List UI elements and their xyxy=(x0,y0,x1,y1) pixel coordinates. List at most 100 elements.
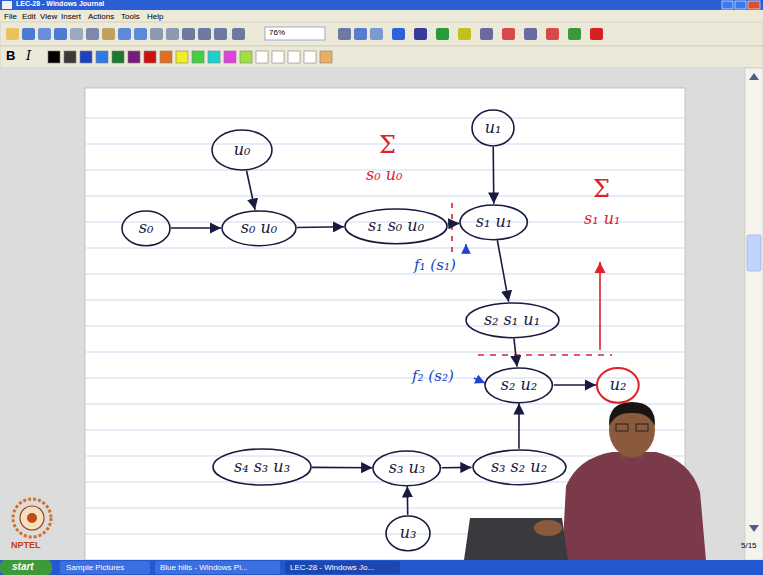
color-swatch xyxy=(128,51,140,63)
flow-arrow xyxy=(518,403,520,448)
workspace xyxy=(0,68,745,560)
tool-icon xyxy=(70,28,83,40)
ellipse-shape xyxy=(345,209,447,244)
color-swatch xyxy=(160,51,172,63)
node-body: s₀ u₀ xyxy=(221,210,297,247)
tool-icon xyxy=(392,28,405,40)
ellipse-node: u₀ xyxy=(211,129,273,171)
lecturer-hair xyxy=(609,402,655,426)
ellipse-node: s₄ s₃ u₃ xyxy=(212,448,312,486)
app-icon xyxy=(2,1,12,9)
tool-icon xyxy=(414,28,427,40)
ruled-line xyxy=(86,274,684,275)
bold-button: B xyxy=(6,49,15,64)
tool-bar xyxy=(0,22,763,46)
color-swatch xyxy=(240,51,252,63)
ruled-line xyxy=(86,430,684,431)
menu-bar xyxy=(0,10,763,22)
ellipse-node: s₁ s₀ u₀ xyxy=(344,208,448,245)
zoom-value: 76% xyxy=(269,28,285,37)
tool-icon xyxy=(134,28,147,40)
color-swatch xyxy=(144,51,156,63)
tool-icon xyxy=(86,28,99,40)
scroll-bar xyxy=(745,68,763,560)
menu-item: Help xyxy=(147,12,163,21)
flow-arrow xyxy=(312,467,372,469)
tool-icon xyxy=(354,28,367,40)
task-label: Blue hills - Windows Pi... xyxy=(160,563,248,572)
tool-icon xyxy=(502,28,515,40)
color-swatch xyxy=(64,51,76,63)
flow-arrow xyxy=(448,223,460,225)
flow-arrow xyxy=(442,467,472,469)
format-bar xyxy=(0,46,763,68)
color-swatch xyxy=(272,51,284,63)
taskbar xyxy=(0,560,763,575)
node-text: s₂ s₁ u₁ xyxy=(484,310,540,329)
italic-button: I xyxy=(26,49,31,64)
sum-variables: s₀ u₀ xyxy=(366,166,402,184)
close-button xyxy=(748,1,760,9)
ellipse-shape xyxy=(485,368,552,403)
color-swatch xyxy=(224,51,236,63)
node-text: s₃ s₂ u₂ xyxy=(491,457,547,476)
node-text: u₃ xyxy=(400,523,417,542)
flow-arrow xyxy=(492,147,494,204)
pointer-arrow xyxy=(474,378,485,383)
ruled-line xyxy=(86,404,684,405)
ellipse-node: s₃ u₃ xyxy=(372,450,441,487)
tool-icon xyxy=(118,28,131,40)
color-swatch xyxy=(96,51,108,63)
task-button xyxy=(60,561,150,574)
tool-icon xyxy=(214,28,227,40)
task-button xyxy=(285,561,400,574)
menu-item: Edit xyxy=(22,12,36,21)
sum-variables: s₁ u₁ xyxy=(584,210,620,228)
color-swatch xyxy=(304,51,316,63)
lecturer-head xyxy=(609,403,655,457)
flow-arrow xyxy=(297,226,344,228)
tool-icon xyxy=(370,28,383,40)
color-swatch xyxy=(192,51,204,63)
node-text: u₁ xyxy=(485,118,502,137)
direction-arrow xyxy=(599,262,601,350)
menu-item: View xyxy=(40,12,57,21)
color-swatch xyxy=(80,51,92,63)
ellipse-node: s₀ u₀ xyxy=(221,210,297,247)
color-swatch xyxy=(176,51,188,63)
ellipse-node: s₀ xyxy=(121,210,171,247)
ruled-line xyxy=(86,248,684,249)
node-text: s₂ u₂ xyxy=(501,375,537,394)
node-text: s₁ u₁ xyxy=(476,212,512,231)
page-number: 5/15 xyxy=(741,541,757,550)
lecturer-glasses xyxy=(636,424,648,431)
tool-icon xyxy=(150,28,163,40)
color-swatch xyxy=(320,51,332,63)
flow-arrow xyxy=(406,486,408,514)
function-label: f₂ (s₂) xyxy=(412,368,454,385)
cut-line xyxy=(478,354,612,356)
node-body: s₁ s₀ u₀ xyxy=(344,208,448,245)
ellipse-node: u₁ xyxy=(471,109,515,147)
tool-icon xyxy=(480,28,493,40)
ellipse-shape xyxy=(386,516,430,551)
task-button xyxy=(155,561,280,574)
tool-icon xyxy=(22,28,35,40)
node-text: s₃ u₃ xyxy=(389,458,425,477)
node-text: s₀ u₀ xyxy=(241,218,277,237)
sum-symbol: Σ xyxy=(593,176,610,204)
node-body: s₁ u₁ xyxy=(459,204,528,241)
color-swatch xyxy=(208,51,220,63)
node-body: u₀ xyxy=(211,129,273,171)
ruled-line xyxy=(86,326,684,327)
tool-icons xyxy=(6,28,603,40)
function-label: f₁ (s₁) xyxy=(414,257,456,274)
tool-icon xyxy=(182,28,195,40)
pen-colors xyxy=(48,51,332,63)
ellipse-node: s₂ s₁ u₁ xyxy=(465,302,560,339)
ellipse-node: u₂ xyxy=(596,367,640,404)
task-label: LEC-28 - Windows Jo... xyxy=(290,563,374,572)
color-swatch xyxy=(112,51,124,63)
